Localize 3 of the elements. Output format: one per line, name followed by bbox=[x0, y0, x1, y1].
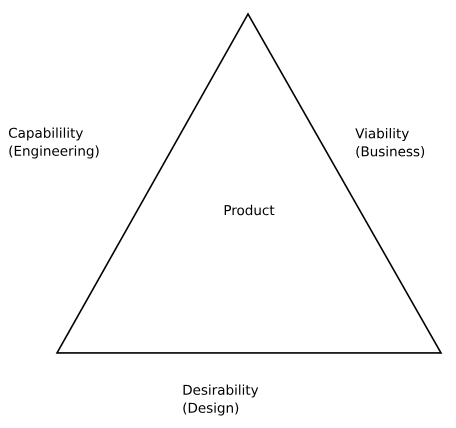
side-label: Viability (Business) bbox=[355, 128, 424, 158]
side-label: Capabilility (Engineering) bbox=[8, 127, 99, 159]
side-label: Desirability (Design) bbox=[183, 384, 258, 416]
